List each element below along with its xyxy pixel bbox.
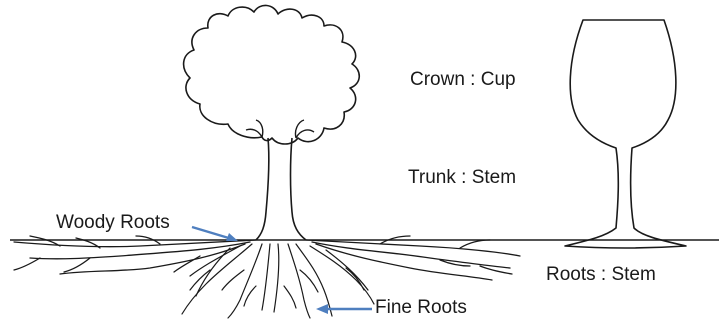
tree-trunk [256,138,306,240]
fine-roots-arrowhead [316,304,328,314]
woody-roots-arrow [192,227,232,239]
trunk-stem-label: Trunk : Stem [408,168,516,187]
tree-crown [184,5,360,144]
woody-roots-label: Woody Roots [56,213,170,232]
crown-cup-label: Crown : Cup [410,70,516,89]
roots-stem-label: Roots : Stem [546,265,656,284]
crown-branch-left [246,120,263,137]
fine-roots-label: Fine Roots [375,298,467,317]
crown-branch-right [295,120,314,138]
woody-roots-arrowhead [226,233,238,241]
wine-glass [565,20,686,248]
